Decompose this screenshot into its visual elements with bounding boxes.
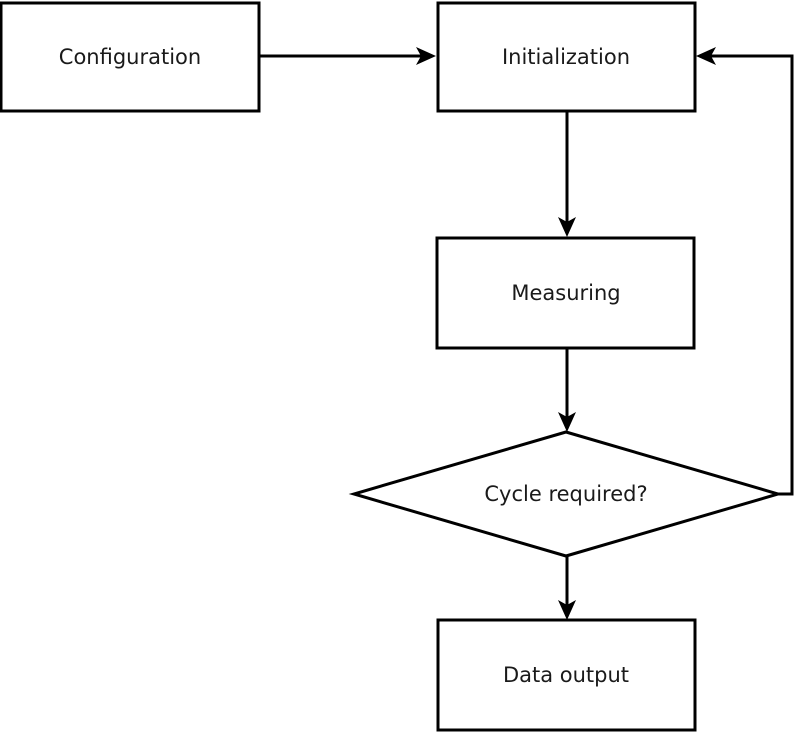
node-data-output[interactable]: Data output — [436, 618, 697, 732]
node-configuration-label: Configuration — [59, 45, 201, 69]
edge-line-feedback-loop — [703, 54, 794, 496]
node-configuration[interactable]: Configuration — [0, 1, 261, 113]
node-data-output-shape[interactable] — [436, 618, 697, 732]
node-data-output-label: Data output — [503, 663, 629, 687]
node-measuring[interactable]: Measuring — [435, 236, 696, 350]
edge-cycle-required-to-initialization-feedback — [696, 47, 794, 496]
node-cycle-required-shape[interactable] — [348, 430, 784, 558]
arrow-head-cycle-dataoutput — [558, 600, 576, 620]
node-initialization-label: Initialization — [502, 45, 630, 69]
arrow-head-init-measuring — [558, 217, 576, 237]
edge-initialization-to-measuring — [558, 111, 576, 237]
node-initialization-shape[interactable] — [436, 1, 697, 113]
node-initialization[interactable]: Initialization — [436, 1, 697, 113]
node-measuring-label: Measuring — [511, 281, 620, 305]
node-configuration-shape[interactable] — [0, 1, 261, 113]
edge-cycle-required-to-data-output — [558, 556, 576, 620]
arrow-head-measuring-cycle — [558, 412, 576, 432]
node-measuring-shape[interactable] — [435, 236, 696, 350]
arrow-head-feedback-loop — [696, 47, 716, 65]
edge-configuration-to-initialization — [259, 47, 436, 65]
edge-layer — [259, 47, 794, 620]
edge-measuring-to-cycle-required — [558, 348, 576, 432]
arrow-head-config-init — [416, 47, 436, 65]
node-layer: Configuration Initialization Measuring C… — [0, 1, 784, 732]
node-cycle-required-label: Cycle required? — [484, 482, 647, 506]
node-cycle-required[interactable]: Cycle required? — [348, 430, 784, 558]
